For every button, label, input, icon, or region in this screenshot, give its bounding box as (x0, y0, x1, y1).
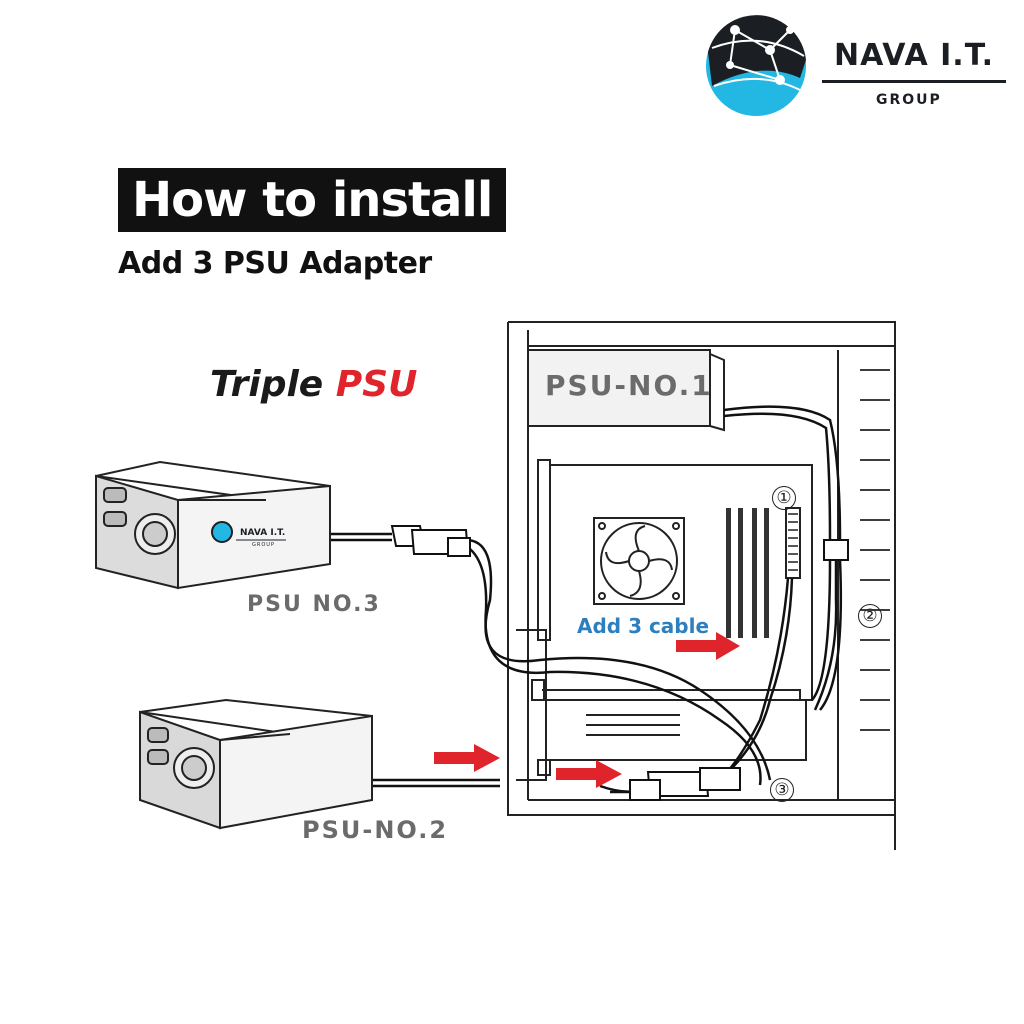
connector-3-marker: ③ (770, 778, 794, 802)
psu-brand-label: NAVA I.T. (240, 528, 286, 538)
connector-1-marker: ① (772, 486, 796, 510)
connector-2-marker: ② (858, 604, 882, 628)
brand-name: NAVA I.T. (834, 38, 994, 73)
title-banner: How to install (118, 168, 507, 232)
brand-divider (822, 80, 1006, 83)
nava-logo-icon (706, 15, 806, 116)
triple-word: Triple (210, 364, 324, 405)
atx-connector (785, 507, 801, 579)
cable-connectors (390, 525, 849, 801)
red-arrows (434, 632, 740, 788)
computer-case (507, 321, 896, 850)
page-subtitle: Add 3 PSU Adapter (118, 246, 432, 281)
psu-no2-unit (139, 698, 373, 830)
brand-subtitle: GROUP (876, 92, 942, 108)
psu-no2-label: PSU-NO.2 (302, 816, 449, 844)
ram-slots (726, 508, 769, 638)
psu-cables (326, 405, 843, 794)
cpu-fan-icon (593, 517, 685, 605)
psu-word: PSU (335, 364, 418, 405)
psu-no3-unit (95, 460, 331, 590)
psu-no1-label: PSU-NO.1 (545, 369, 713, 402)
triple-psu-heading: Triple PSU (210, 364, 417, 405)
psu-brand-sub: GROUP (252, 542, 275, 548)
page-title: How to install (132, 172, 493, 228)
psu-no3-label: PSU NO.3 (247, 592, 381, 617)
add-cable-label: Add 3 cable (577, 614, 710, 638)
